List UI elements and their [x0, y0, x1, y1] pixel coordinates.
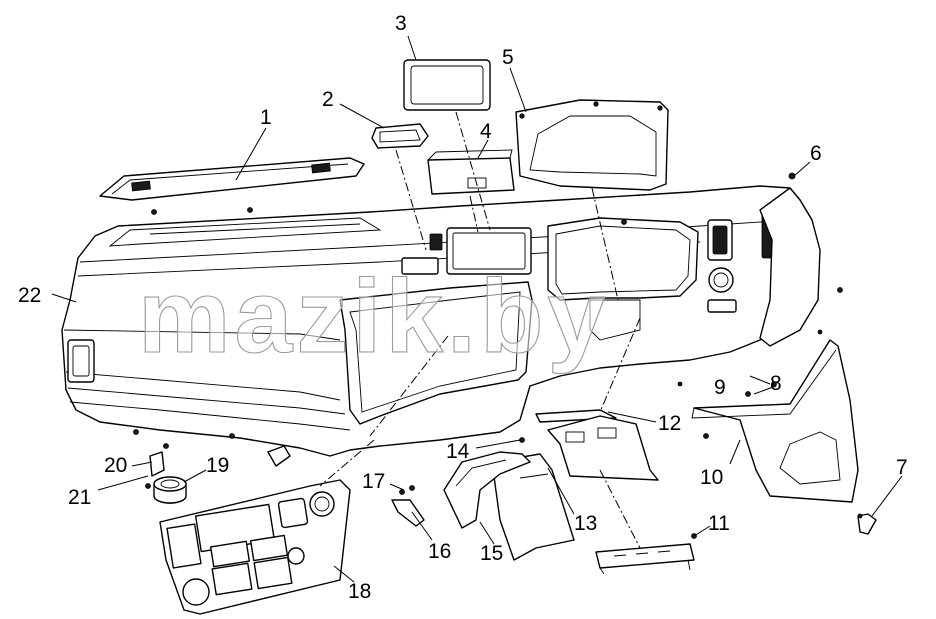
left-vent-icon — [67, 339, 95, 383]
callout-16: 16 — [428, 540, 451, 563]
display-bracket — [427, 149, 515, 195]
dashboard-main-panel — [61, 172, 843, 457]
curved-trim-panel — [443, 451, 531, 529]
callout-10: 10 — [700, 466, 723, 489]
fasteners — [145, 329, 863, 539]
instrument-cluster-hood — [515, 99, 669, 191]
console-side-panel — [491, 453, 575, 561]
callout-17: 17 — [362, 470, 385, 493]
callout-4: 4 — [480, 120, 492, 143]
switch-module — [371, 123, 429, 149]
callout-15: 15 — [480, 542, 503, 565]
callout-21: 21 — [68, 486, 91, 509]
display-frame — [403, 59, 491, 111]
callout-9: 9 — [714, 376, 726, 399]
callout-6: 6 — [810, 142, 822, 165]
assembly-lines — [319, 111, 641, 549]
bracket-part-12 — [535, 409, 659, 481]
watermark-text: mazik.by — [138, 259, 609, 375]
knob-part-19 — [153, 476, 187, 504]
bracket-part-11 — [595, 543, 695, 575]
callout-20: 20 — [104, 454, 127, 477]
clip-part-7 — [857, 513, 877, 535]
callout-3: 3 — [395, 12, 407, 35]
bracket-part-20 — [149, 445, 291, 477]
callout-14: 14 — [446, 440, 470, 463]
callout-1: 1 — [260, 106, 272, 129]
callout-2: 2 — [322, 88, 334, 111]
callout-numbers: 1 2 3 4 5 6 7 8 9 10 11 12 13 14 15 16 1… — [18, 12, 908, 603]
top-cover-strip — [99, 157, 365, 201]
callout-7: 7 — [896, 456, 908, 479]
callout-11: 11 — [708, 512, 730, 535]
leader-lines — [51, 35, 903, 583]
switch-panel — [159, 479, 351, 615]
callout-19: 19 — [206, 454, 229, 477]
right-lower-side-panel — [691, 339, 859, 503]
callout-12: 12 — [658, 412, 681, 435]
callout-13: 13 — [574, 512, 597, 535]
callout-18: 18 — [348, 580, 371, 603]
callout-22: 22 — [18, 284, 41, 307]
callout-8: 8 — [770, 372, 782, 395]
callout-5: 5 — [502, 46, 514, 69]
